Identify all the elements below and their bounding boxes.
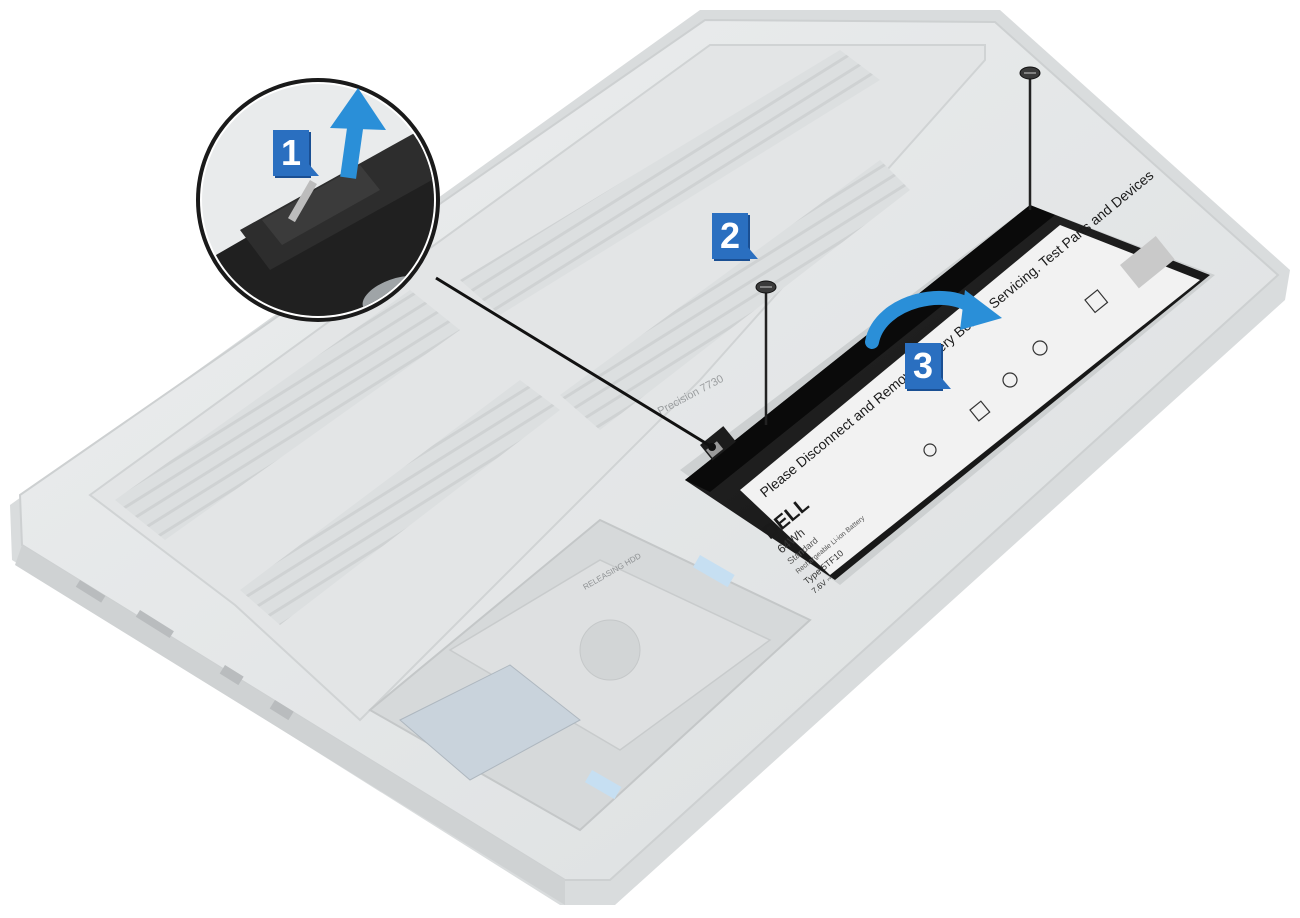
vent-grille [115,290,460,540]
vent-grille [560,160,910,430]
port [135,610,174,638]
screw-icon[interactable] [755,280,777,425]
hdd-bay: RELEASING HDD [368,518,812,832]
zoom-inset [196,78,440,322]
port [75,580,106,603]
callout-step-2: 2 [712,213,758,259]
connector-latch[interactable] [262,165,380,245]
battery-label-sticker [740,225,1200,575]
barcode [1120,236,1175,289]
io-board [399,664,581,781]
callout-step-1: 1 [273,130,319,176]
vent-grille [240,380,560,625]
port [269,700,294,721]
callout-step-3: 3 [905,343,951,389]
compliance-icons [923,289,1109,457]
arrow-up-icon [330,88,386,179]
hdd-pull-tab[interactable] [693,555,735,588]
screw-icon[interactable] [1019,66,1041,210]
bottom-cover-panel: Precision 7730 [88,44,986,722]
callout-leader-dot [708,443,716,451]
vent-grille [460,50,880,315]
cable-tab[interactable] [585,770,622,800]
callout-leader-line [435,276,713,449]
arrow-rotate-icon [865,290,1002,349]
port [219,665,244,686]
